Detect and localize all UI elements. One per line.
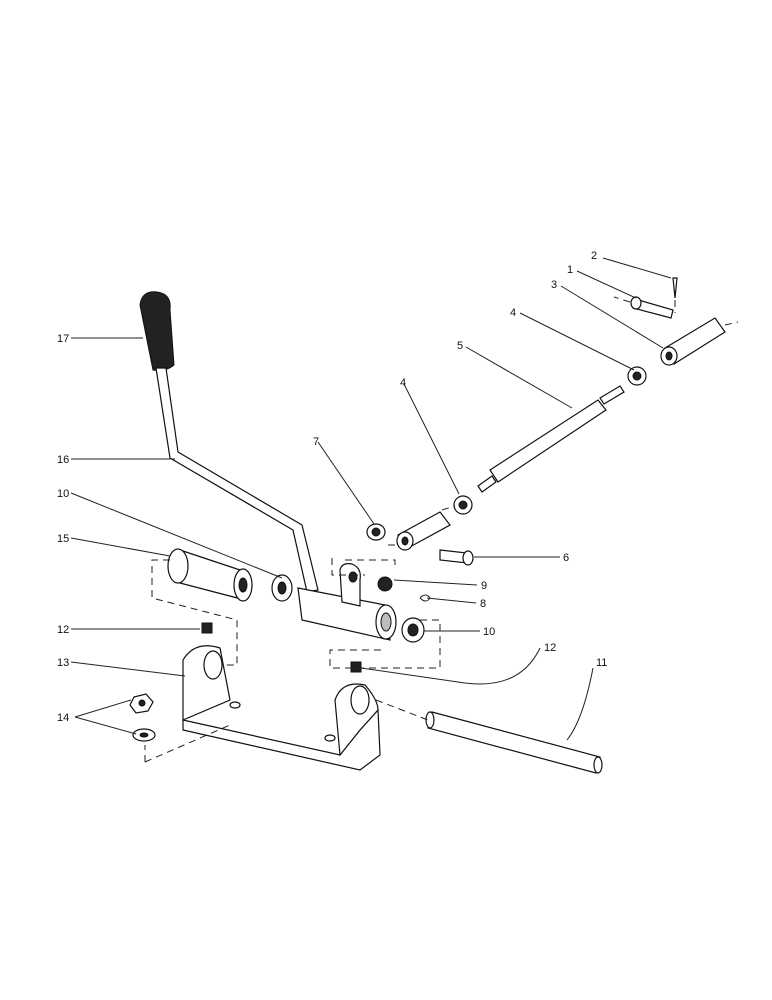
nut-9	[377, 576, 393, 592]
callout-4-lower: 4	[400, 377, 406, 389]
callout-1: 1	[567, 264, 573, 276]
threaded-rod-5	[477, 385, 625, 493]
callout-6: 6	[563, 552, 569, 564]
clevis-lower	[396, 511, 451, 551]
base-bracket-13	[182, 645, 381, 771]
assembly-lines	[144, 296, 739, 763]
callout-9: 9	[481, 580, 487, 592]
bearing-10-right	[401, 617, 425, 643]
leader-lines	[70, 257, 672, 741]
handle-grip-17	[139, 291, 175, 371]
bushing-15	[167, 548, 253, 602]
cotter-pin-2	[672, 277, 678, 299]
bearing-10-left	[271, 574, 293, 602]
callout-13: 13	[57, 657, 69, 669]
callout-5: 5	[457, 340, 463, 352]
shaft-11	[425, 711, 603, 774]
washer-14	[132, 728, 156, 742]
callout-2: 2	[591, 250, 597, 262]
callout-15: 15	[57, 533, 69, 545]
nut-14	[129, 693, 154, 714]
callout-12-left: 12	[57, 624, 69, 636]
clevis-pin-6	[439, 549, 474, 566]
callout-12-right: 12	[544, 642, 556, 654]
set-screw-12-right	[350, 661, 362, 673]
lever-rod-16	[155, 367, 319, 593]
callout-11: 11	[596, 657, 607, 669]
callout-4-upper: 4	[510, 307, 516, 319]
callouts: 2 1 3 4 5 4 7 17 16 10 15 12 13 14 6 9 8…	[57, 250, 607, 724]
callout-16: 16	[57, 454, 69, 466]
pin-1	[630, 296, 674, 319]
clevis-upper-3	[660, 317, 726, 366]
callout-14: 14	[57, 712, 69, 724]
nut-4-lower	[453, 495, 473, 515]
callout-10-left: 10	[57, 488, 69, 500]
callout-17: 17	[57, 333, 69, 345]
callout-10-right: 10	[483, 626, 495, 638]
nut-7	[366, 523, 386, 541]
callout-8: 8	[480, 598, 486, 610]
nut-4-upper	[627, 366, 647, 386]
set-screw-12-left	[201, 622, 213, 634]
callout-3: 3	[551, 279, 557, 291]
callout-7: 7	[313, 436, 319, 448]
